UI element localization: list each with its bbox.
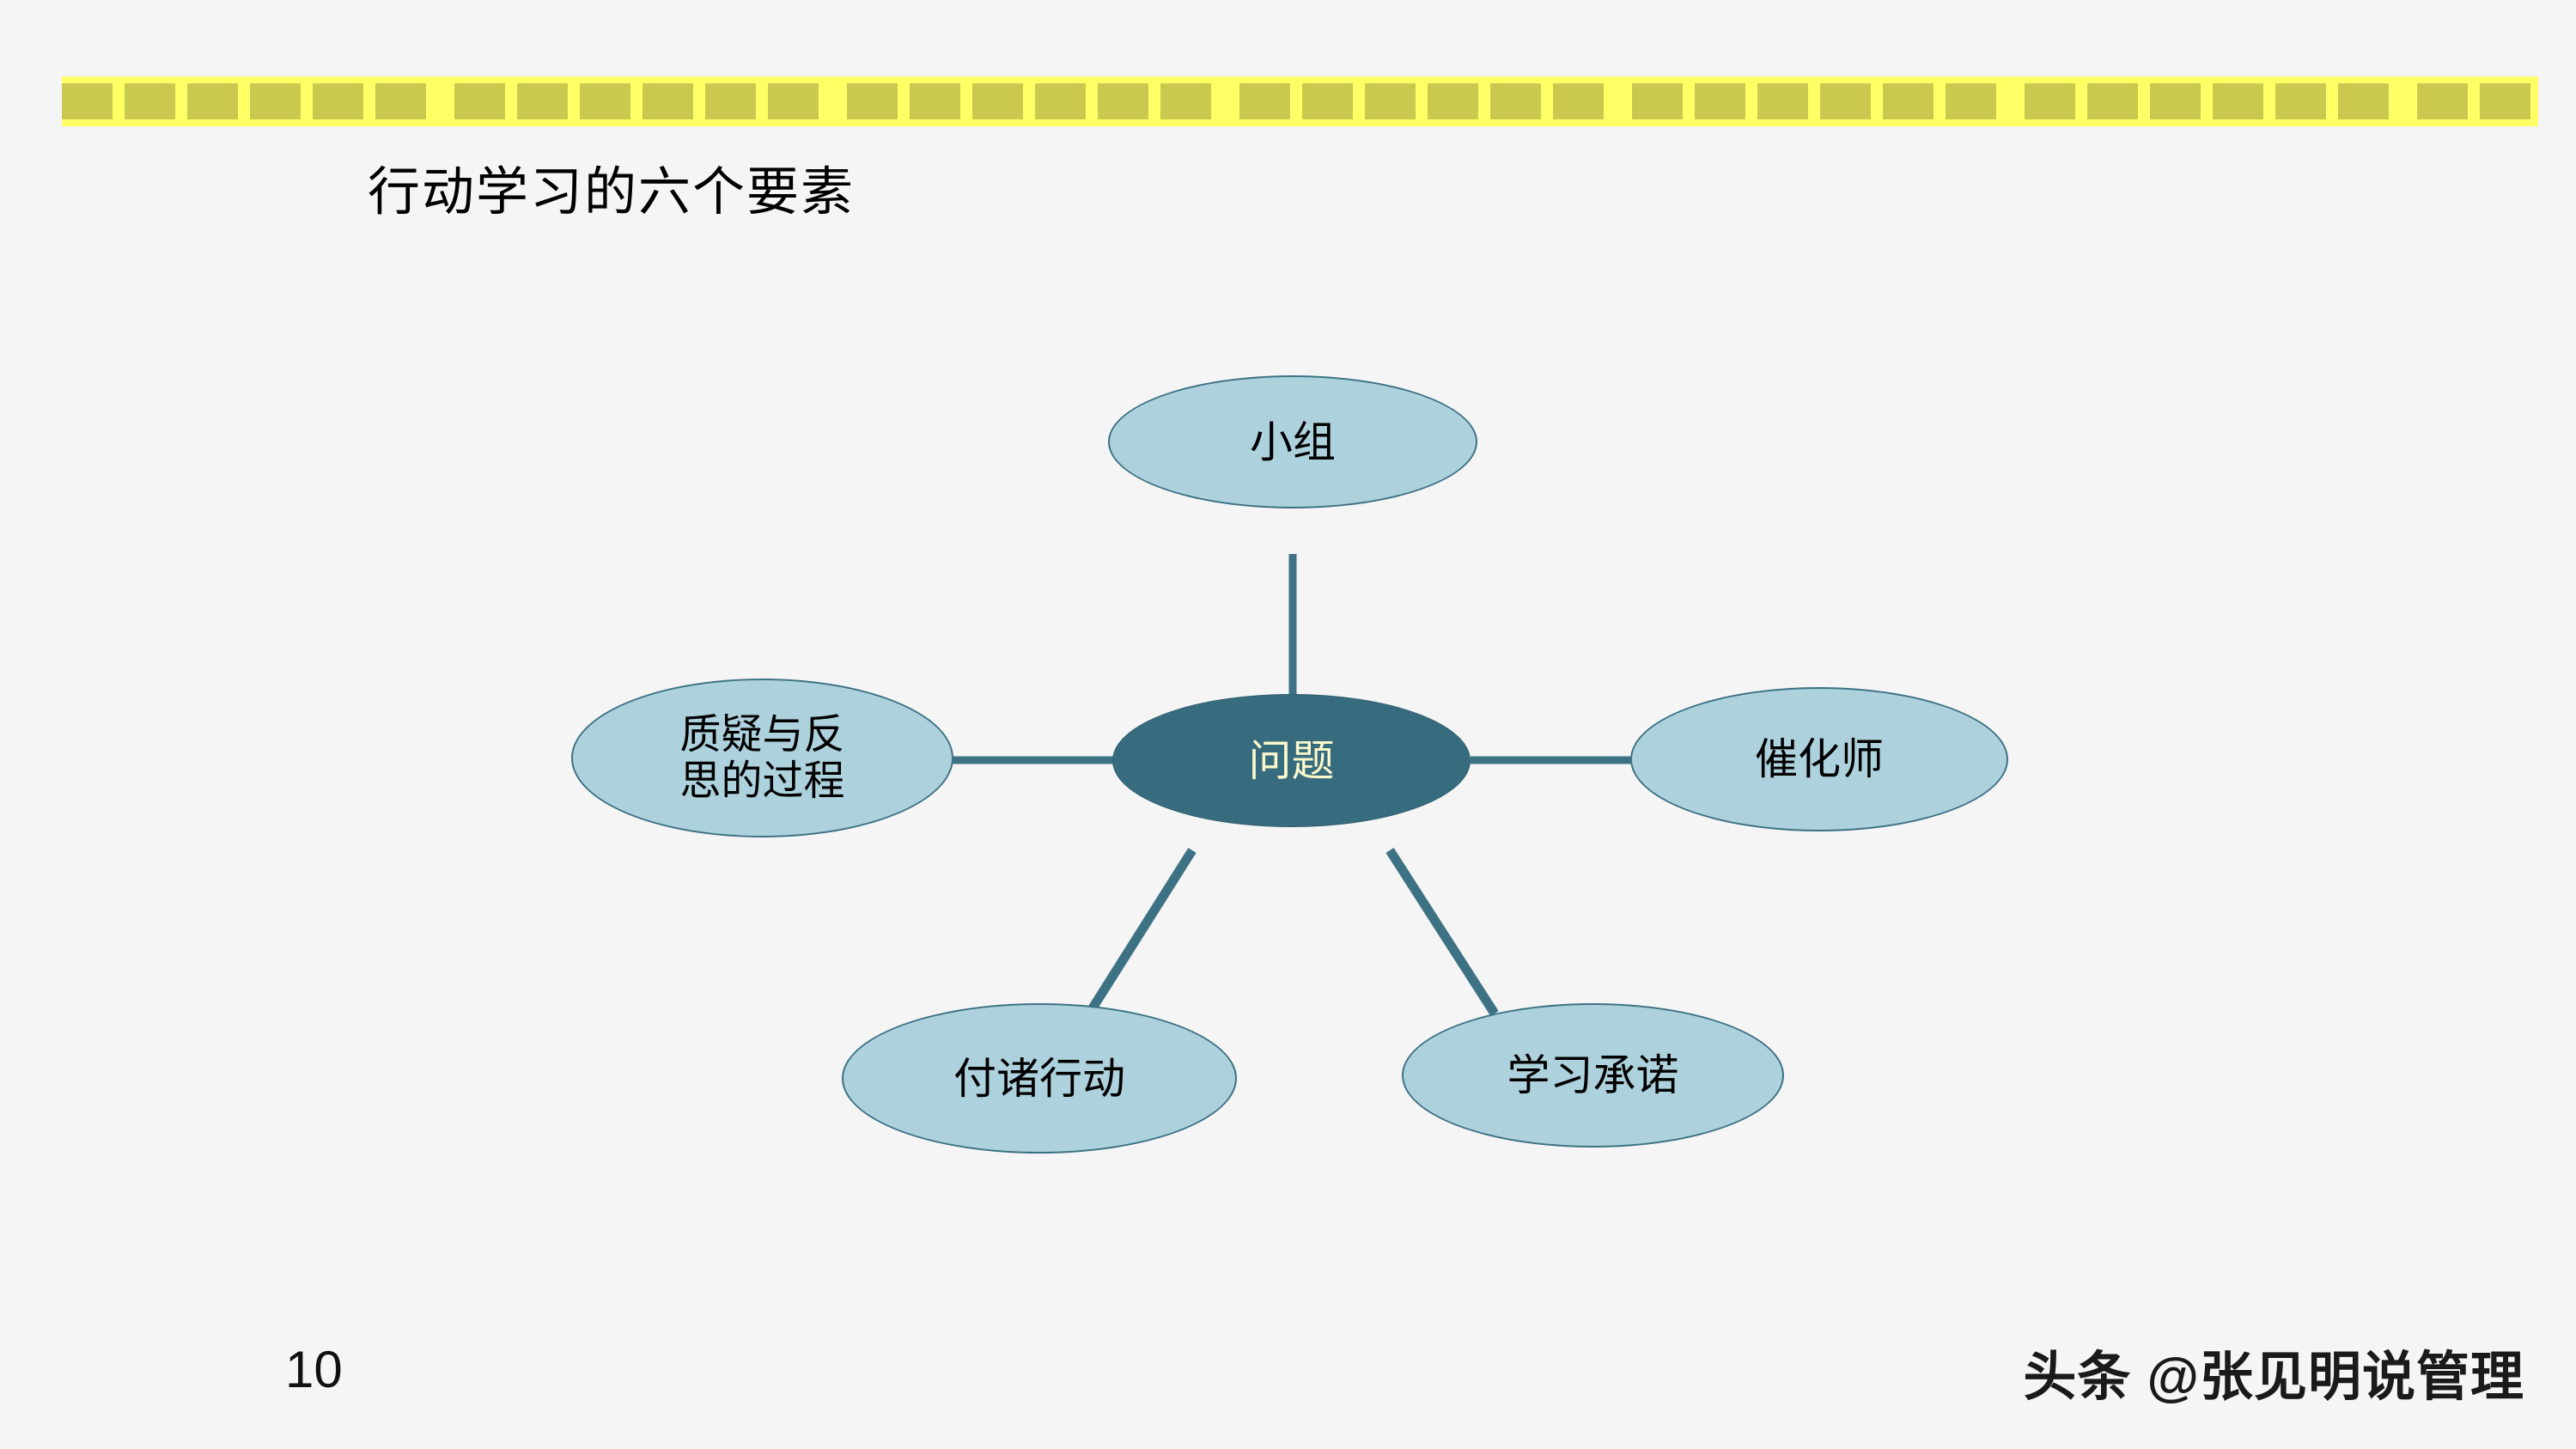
band-square [517,83,568,119]
band-square [1098,83,1148,119]
band-square [768,83,819,119]
band-square [2275,83,2326,119]
band-square [1239,83,1290,119]
band-square [313,83,363,119]
band-square [2480,83,2530,119]
band-square [705,83,756,119]
band-square-group [1632,83,2008,119]
band-square [580,83,630,119]
diagram-node-label: 催化师 [1755,735,1884,783]
diagram-node-label: 质疑与反 思的过程 [679,711,845,804]
watermark-text: 头条 @张见明说管理 [2023,1348,2524,1407]
band-square [2150,83,2201,119]
band-square [125,83,175,119]
band-square [2338,83,2389,119]
band-square [187,83,238,119]
band-square [2417,83,2468,119]
band-square [642,83,693,119]
diagram-node-action[interactable]: 付诸行动 [842,1003,1237,1154]
diagram-node-label: 付诸行动 [953,1054,1125,1103]
band-square [2025,83,2075,119]
page-number: 10 [285,1341,343,1398]
band-square-group [2025,83,2401,119]
diagram-node-reflection[interactable]: 质疑与反 思的过程 [571,679,953,837]
band-square [1820,83,1871,119]
diagram-node-label: 学习承诺 [1507,1051,1679,1099]
band-square [1632,83,1683,119]
band-square-group [2417,83,2538,119]
band-square [250,83,301,119]
diagram-node-center-problem[interactable]: 问题 [1112,694,1471,827]
band-square [1302,83,1353,119]
band-square [1695,83,1745,119]
band-square [1883,83,1934,119]
band-square [1035,83,1086,119]
band-square-group [62,83,438,119]
band-square [1946,83,1996,119]
diagram-node-label: 小组 [1250,417,1336,466]
band-square [454,83,505,119]
band-square [847,83,898,119]
band-square [375,83,426,119]
band-square [972,83,1023,119]
band-square [910,83,960,119]
band-square [1365,83,1416,119]
connector-center-to-commitment [1385,848,1499,1016]
band-square [1553,83,1604,119]
band-square [1757,83,1808,119]
band-square [1160,83,1211,119]
decorative-header-band [62,76,2538,126]
band-square [1428,83,1478,119]
band-square [2213,83,2263,119]
band-square [62,83,113,119]
diagram-node-commitment[interactable]: 学习承诺 [1402,1003,1784,1148]
band-square-group [454,83,831,119]
band-square [2087,83,2138,119]
band-square-group [1239,83,1616,119]
page-title: 行动学习的六个要素 [368,162,856,221]
connector-center-to-action [1085,848,1197,1016]
diagram-node-group[interactable]: 小组 [1108,375,1477,508]
diagram-node-facilitator[interactable]: 催化师 [1630,687,2008,831]
band-square-group [847,83,1223,119]
band-square [1490,83,1541,119]
diagram-node-label: 问题 [1248,736,1335,785]
